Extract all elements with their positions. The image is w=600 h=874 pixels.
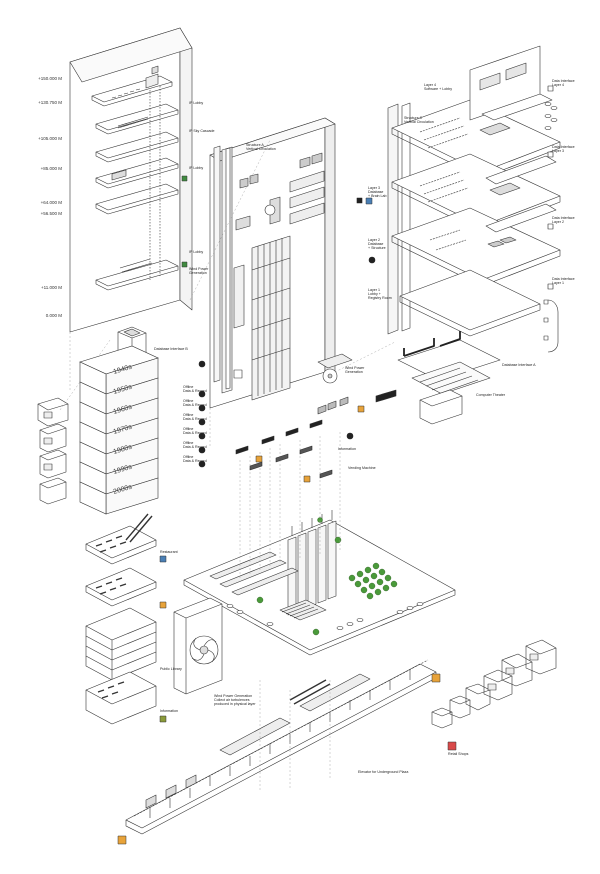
board-label: Wind Power Generation: [345, 366, 365, 374]
altitude-label: +150.000 M: [38, 76, 62, 81]
altitude-label: +130.750 M: [38, 100, 62, 105]
accent-markers: [117, 175, 457, 845]
vending-machine-label: Vending Machine: [348, 466, 376, 470]
data-interface-label: Data Interface Layer 2: [552, 216, 575, 224]
lower-left-stacks: [85, 513, 157, 725]
altitude-label: +56.500 M: [40, 211, 62, 216]
altitude-label: +105.000 M: [38, 136, 62, 141]
offline-record-label: Offline Data & Record: [183, 399, 207, 407]
retail-blocks: [431, 639, 557, 729]
altitude-label: +64.000 M: [40, 200, 62, 205]
right-layer-stack: [387, 45, 561, 353]
board-label: Layer 1 Lobby + Registry Room: [368, 288, 392, 300]
tower-label: Wind Power Generation: [189, 267, 209, 275]
wind-power-label: Wind Power Generation Collect air turbul…: [214, 694, 256, 706]
computer-theater-label: Computer Theater: [476, 393, 506, 397]
layer-label: Structure C Vertical Circulation: [404, 116, 434, 124]
board-label: Structure A Vertical Circulation: [246, 143, 276, 151]
altitude-label: +11.000 M: [40, 285, 62, 290]
public-library-label: Public Library: [160, 667, 182, 671]
decade-drawer-side: [79, 481, 107, 515]
database-interface-label: Database Interface A: [502, 363, 536, 367]
underground-plaza: [125, 659, 437, 835]
retail-shops-label: Retail Shops: [448, 752, 469, 756]
offline-record-label: Offline Data & Record: [183, 413, 207, 421]
mini-server-stack: [37, 397, 69, 505]
data-interface-label: Data Interface Layer 3: [552, 145, 575, 153]
offline-record-label: Offline Data & Record: [183, 427, 207, 435]
board-label: Layer 3 Database + Brain Lab: [368, 186, 387, 198]
database-interface-b-label: Database Interface B: [154, 347, 188, 351]
offline-record-label: Offline Data & Record: [183, 455, 207, 463]
tower-label: IP Lobby: [189, 166, 204, 170]
tower-label: IP Lobby: [189, 250, 204, 254]
offline-record-label: Offline Data & Record: [183, 385, 207, 393]
layer-label: Layer 4 Software + Lobby: [424, 83, 453, 91]
altitude-label: +85.000 M: [40, 166, 62, 171]
cooling-fan: [173, 597, 223, 695]
computer-theater: [375, 331, 501, 425]
central-board-panel: [209, 117, 336, 409]
restaurant-label: Restaurant: [160, 550, 178, 554]
offline-record-label: Offline Data & Record: [183, 441, 207, 449]
icon-badges: [198, 85, 554, 468]
projection-lines: [59, 139, 396, 790]
tower-label: IP Sky Cascade: [189, 129, 215, 133]
board-label: Layer 2 Database + Structure: [368, 238, 386, 250]
information-label: Information: [160, 709, 178, 713]
altitude-label: 0.000 M: [45, 313, 62, 318]
elevator-label: Elevator for Underground Plaza: [358, 770, 409, 774]
data-interface-label: Data Interface Layer 4: [552, 79, 575, 87]
middle-components: [235, 353, 353, 479]
information-label: Information: [338, 447, 356, 451]
data-interface-label: Data Interface Layer 1: [552, 277, 575, 285]
left-tower-panel: [69, 27, 193, 333]
tower-label: IP Lobby: [189, 101, 204, 105]
main-motherboard: [183, 510, 456, 656]
